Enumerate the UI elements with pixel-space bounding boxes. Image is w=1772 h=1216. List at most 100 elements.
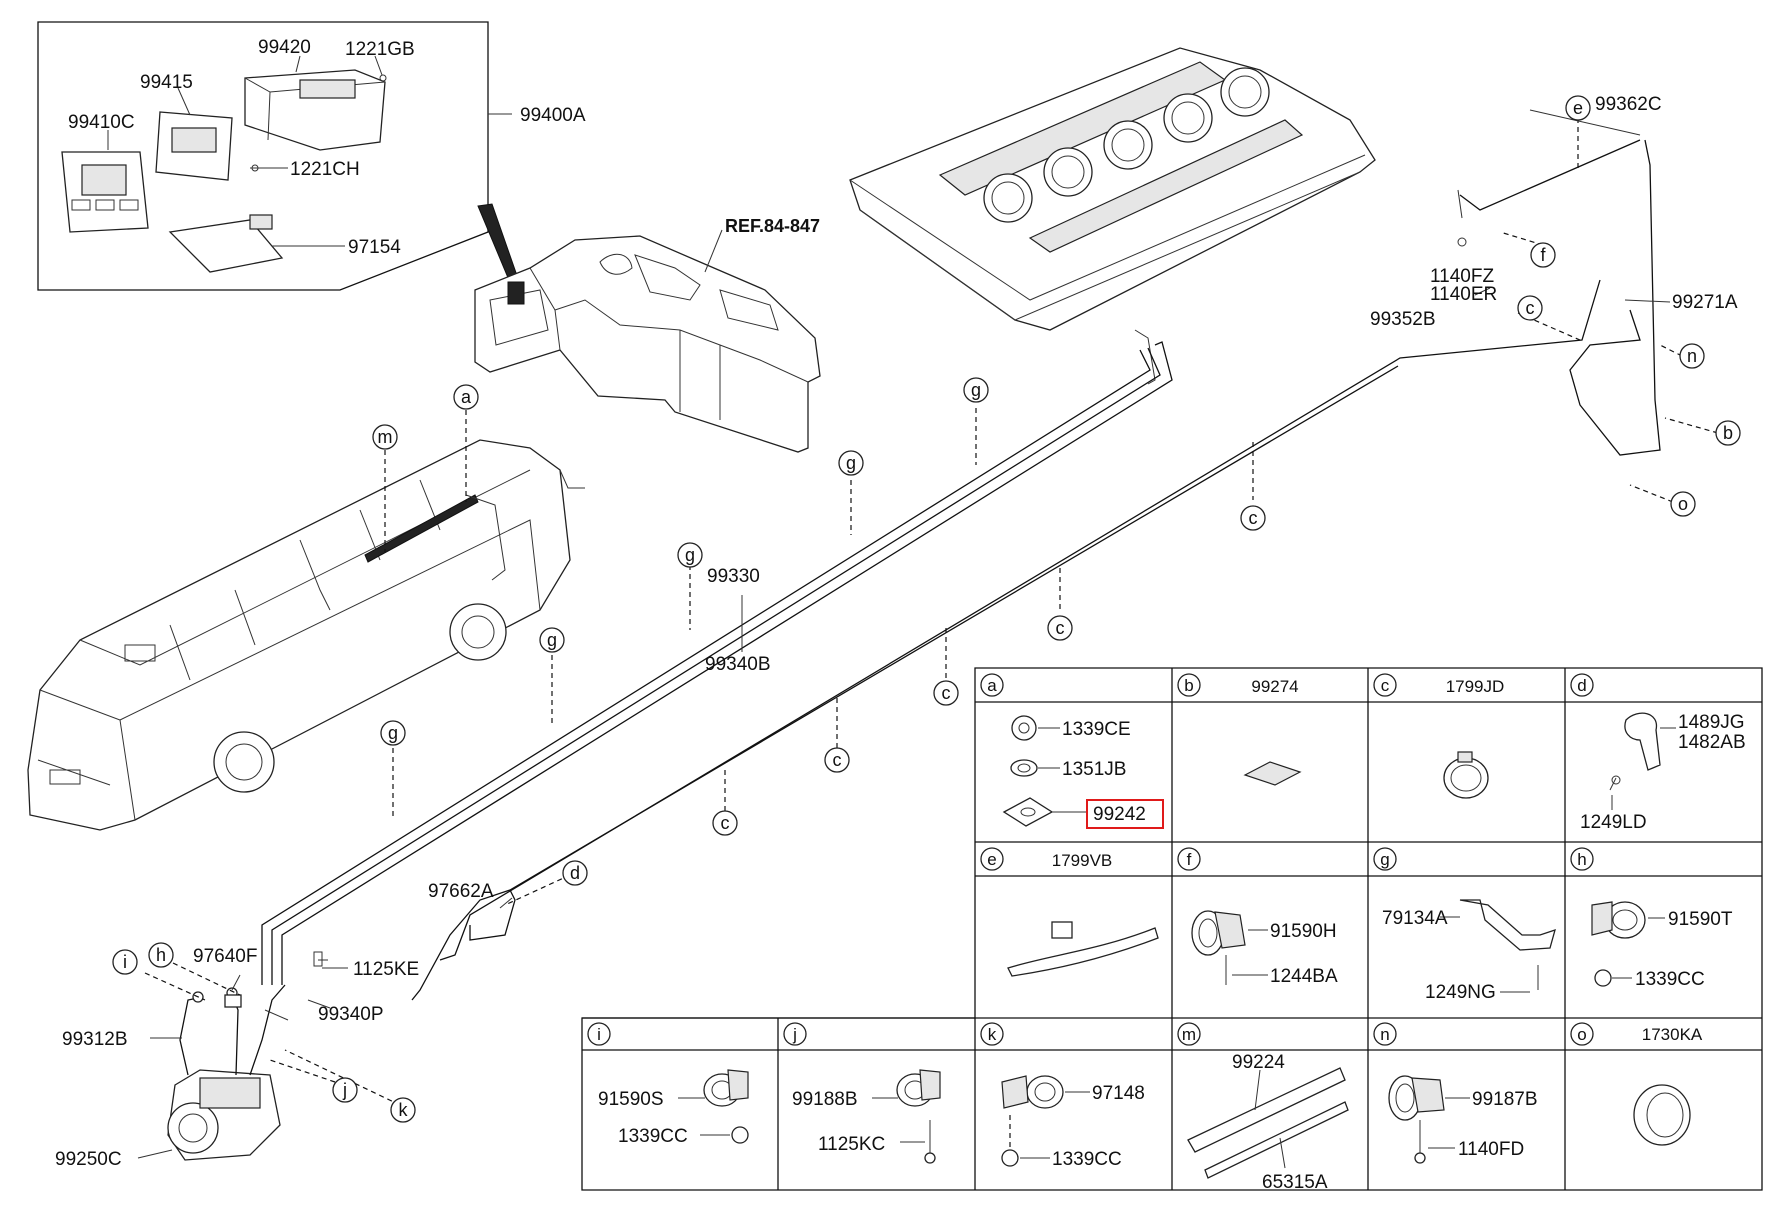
svg-text:g: g — [1380, 850, 1389, 869]
roof-ac-unit — [849, 47, 1376, 385]
svg-text:i: i — [597, 1025, 601, 1044]
svg-text:m: m — [378, 427, 393, 447]
svg-text:n: n — [1687, 346, 1697, 366]
part-1482AB: 1482AB — [1678, 732, 1746, 753]
callout-j: j — [332, 1077, 358, 1103]
label-99340P: 99340P — [318, 1004, 384, 1025]
cell-h: 91590T 1339CC — [1591, 901, 1733, 990]
table-key-g: g — [1373, 847, 1397, 871]
part-99410C-panel — [61, 130, 149, 233]
svg-text:h: h — [156, 945, 166, 965]
label-99352B: 99352B — [1370, 309, 1436, 330]
fans — [983, 67, 1270, 223]
part-91590T: 91590T — [1668, 909, 1733, 930]
svg-text:c: c — [1056, 618, 1065, 638]
part-99242-highlighted: 99242 — [1093, 804, 1146, 825]
part-1249NG: 1249NG — [1425, 982, 1496, 1003]
part-99187B: 99187B — [1472, 1089, 1538, 1110]
svg-text:n: n — [1380, 1025, 1389, 1044]
svg-text:c: c — [833, 750, 842, 770]
part-99188B: 99188B — [792, 1089, 858, 1110]
callout-b: b — [1715, 420, 1741, 446]
label-97662A: 97662A — [428, 881, 494, 902]
callout-c1: c — [1240, 505, 1266, 531]
callouts: a m g g g g g c c c c c c d e f n b o i … — [112, 95, 1741, 1123]
callout-h: h — [148, 942, 174, 968]
part-99415-board — [155, 87, 233, 181]
callout-e: e — [1565, 95, 1591, 121]
table-key-k: k — [980, 1022, 1004, 1046]
callout-k: k — [390, 1097, 416, 1123]
part-91590H: 91590H — [1270, 921, 1337, 942]
callout-f: f — [1530, 242, 1556, 268]
callout-g5: g — [380, 720, 406, 746]
part-1249LD: 1249LD — [1580, 812, 1647, 833]
label-99362C: 99362C — [1595, 94, 1662, 115]
svg-text:g: g — [846, 453, 856, 473]
label-99271A: 99271A — [1672, 292, 1738, 313]
part-1140FD: 1140FD — [1458, 1139, 1524, 1160]
callout-i: i — [112, 949, 138, 975]
svg-text:o: o — [1577, 1025, 1586, 1044]
label-1221GB: 1221GB — [345, 39, 415, 60]
table-title-e: 1799VB — [1052, 851, 1113, 870]
compressor-assembly — [167, 951, 328, 1161]
svg-text:c: c — [1249, 508, 1258, 528]
cell-m: 99224 65315A — [1187, 1052, 1349, 1193]
svg-text:g: g — [971, 380, 981, 400]
callout-o: o — [1670, 491, 1696, 517]
label-1140FZ: 1140FZ — [1430, 266, 1494, 287]
table-title-o: 1730KA — [1642, 1025, 1703, 1044]
svg-text:e: e — [1573, 98, 1583, 118]
highlight-box — [1086, 799, 1164, 829]
refrigerant-lines — [261, 139, 1661, 1001]
part-97148: 97148 — [1092, 1083, 1145, 1104]
svg-text:c: c — [1526, 298, 1535, 318]
cell-e-strap — [1007, 921, 1159, 977]
callout-c5: c — [712, 810, 738, 836]
table-title-c: 1799JD — [1446, 677, 1505, 696]
svg-text:i: i — [123, 952, 127, 972]
cell-c-clamp — [1443, 751, 1489, 799]
callout-g3: g — [677, 542, 703, 568]
svg-text:g: g — [547, 630, 557, 650]
svg-text:b: b — [1723, 423, 1733, 443]
callout-c2: c — [1047, 615, 1073, 641]
dashboard-assembly: REF.84-847 — [474, 216, 821, 453]
cell-a: 1339CE 1351JB 99242 — [1002, 715, 1164, 829]
part-99224: 99224 — [1232, 1052, 1285, 1073]
part-65315A: 65315A — [1262, 1172, 1328, 1193]
svg-text:g: g — [388, 723, 398, 743]
svg-text:k: k — [988, 1025, 997, 1044]
label-99410C: 99410C — [68, 112, 135, 133]
table-key-o: o — [1570, 1022, 1594, 1046]
cell-n: 99187B 1140FD — [1388, 1075, 1538, 1164]
callout-g2: g — [838, 450, 864, 476]
callout-c6: c — [1517, 295, 1543, 321]
table-key-i: i — [587, 1022, 611, 1046]
table-key-h: h — [1570, 847, 1594, 871]
label-99420: 99420 — [258, 37, 311, 58]
diagram-labels: 99362C 1140FZ 1140ER 99271A 99352B 99330… — [55, 94, 1738, 1170]
label-ref-84-847: REF.84-847 — [725, 216, 820, 236]
svg-text:c: c — [942, 683, 951, 703]
part-1244BA: 1244BA — [1270, 966, 1338, 987]
svg-text:j: j — [342, 1080, 347, 1100]
controller-inset: 99420 1221GB 99415 99410C 99400A 1221CH … — [37, 21, 586, 291]
label-1221CH: 1221CH — [290, 159, 360, 180]
table-key-d: d — [1570, 673, 1594, 697]
svg-text:j: j — [792, 1025, 797, 1044]
part-1339CC-h: 1339CC — [1635, 969, 1705, 990]
svg-text:a: a — [461, 387, 472, 407]
cell-d: 1489JG 1482AB 1249LD — [1580, 712, 1746, 833]
part-1339CC-k: 1339CC — [1052, 1149, 1122, 1170]
table-key-a: a — [980, 673, 1004, 697]
table-key-f: f — [1177, 847, 1201, 871]
cell-i: 91590S 1339CC — [598, 1069, 749, 1147]
part-99420-housing — [244, 55, 386, 151]
table-key-e: e — [980, 847, 1004, 871]
svg-text:a: a — [987, 676, 997, 695]
callout-a: a — [453, 384, 479, 410]
label-99415: 99415 — [140, 72, 193, 93]
